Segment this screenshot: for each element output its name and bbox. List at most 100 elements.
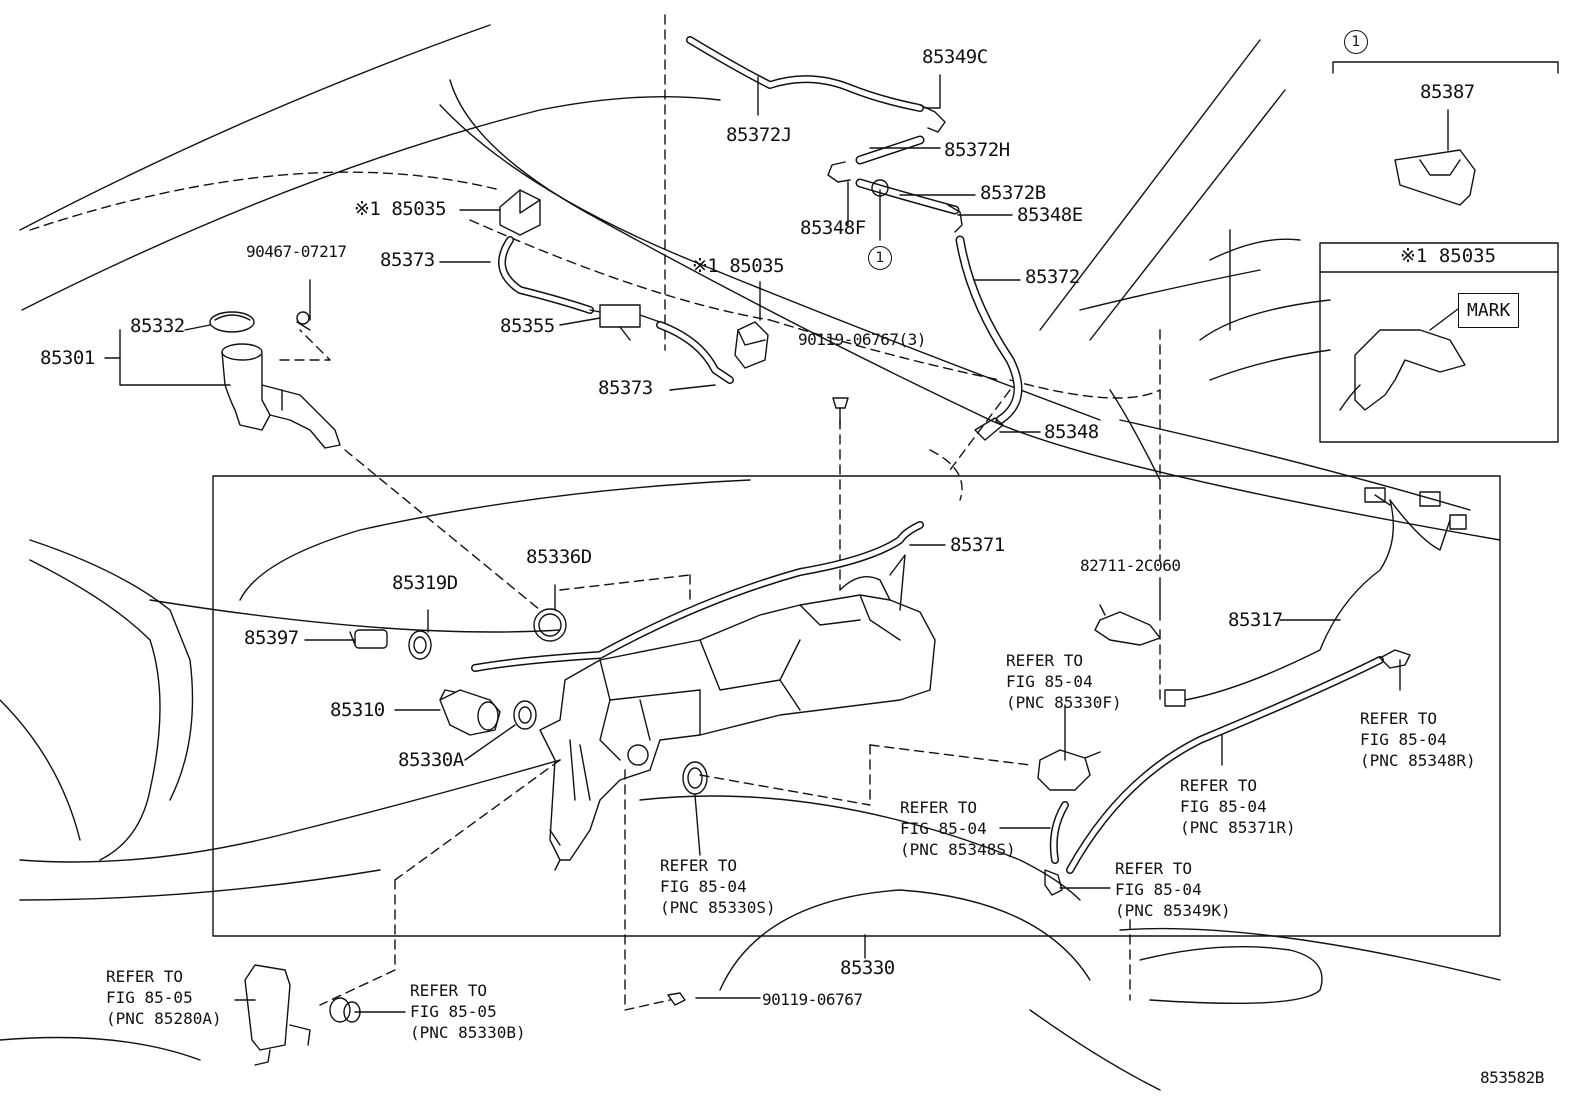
vehicle-body-outline [0,24,1501,1091]
ref-line: FIG 85-04 [1006,672,1093,691]
label-90467-07217: 90467-07217 [246,242,347,261]
washer-pump-85310 [439,689,501,736]
ref-line: (PNC 85371R) [1180,818,1296,837]
joint-85348F [827,161,851,183]
refer-to-85348S: REFER TO FIG 85-04 (PNC 85348S) [900,797,1016,860]
hose-85373-upper [498,236,594,314]
label-85301: 85301 [40,347,95,369]
ref-line: REFER TO [410,981,488,1000]
ref-line: FIG 85-04 [1360,730,1447,749]
sensor-85397 [349,629,388,649]
ref-line: REFER TO [660,856,738,875]
ref-line: FIG 85-05 [410,1002,497,1021]
hose-85371 [471,521,924,672]
circled-1-marker: 1 [868,246,892,270]
joint-85348R [1379,649,1411,669]
inset-85035-title: ※1 85035 [1400,245,1496,267]
label-85348: 85348 [1044,421,1099,443]
ref-line: REFER TO [106,967,184,986]
label-90119-06767-3: 90119-06767(3) [798,330,926,349]
ref-line: REFER TO [1006,651,1084,670]
ref-line: (PNC 85349K) [1115,901,1231,920]
set-bracket [1332,61,1559,74]
refer-to-85349K: REFER TO FIG 85-04 (PNC 85349K) [1115,858,1231,921]
mark-callout: MARK [1458,293,1520,328]
footnote-marker: ※1 [1400,245,1428,267]
ref-line: FIG 85-04 [1115,880,1202,899]
label-85373-lower: 85373 [598,377,653,399]
ref-line: FIG 85-04 [660,877,747,896]
filler-neck-85301 [209,311,341,449]
ref-line: REFER TO [1360,709,1438,728]
bolt-90119-06767-3 [832,397,849,426]
hose-85373-lower [656,321,734,384]
ref-line: (PNC 85330B) [410,1023,526,1042]
ref-line: (PNC 85330F) [1006,693,1122,712]
label-82711-2C060: 82711-2C060 [1080,556,1181,575]
label-85310: 85310 [330,699,385,721]
grommet-85319D [408,630,432,660]
label-85336D: 85336D [526,546,592,568]
label-85319D: 85319D [392,572,458,594]
circled-1-set-marker: 1 [1344,30,1368,54]
refer-to-85371R: REFER TO FIG 85-04 (PNC 85371R) [1180,775,1296,838]
label-85387: 85387 [1420,81,1475,103]
inset-part-number: 85035 [1438,245,1497,267]
grommet-85330B [329,997,361,1023]
inset-85035-frame [1319,242,1559,443]
ref-line: FIG 85-04 [1180,797,1267,816]
label-85397: 85397 [244,627,299,649]
ref-line: FIG 85-05 [106,988,193,1007]
sensor-82711 [1094,604,1161,646]
dashed-leaders [29,14,1161,1011]
hose-85372 [955,235,1023,425]
label-85330A: 85330A [398,749,464,771]
label-85372H: 85372H [944,139,1010,161]
clip-90467-07217 [296,311,311,331]
seal-85330S [682,761,708,795]
label-85348F: 85348F [800,217,866,239]
refer-to-85348R: REFER TO FIG 85-04 (PNC 85348R) [1360,708,1476,771]
label-85349C: 85349C [922,46,988,68]
ref-line: FIG 85-04 [900,819,987,838]
part-number: 85035 [391,198,447,220]
ref-line: (PNC 85348R) [1360,751,1476,770]
cover-85387 [1394,149,1476,206]
bolt-90119-06767 [667,992,686,1006]
part-number: 85035 [729,255,785,277]
hose-upper-85372J [686,36,924,112]
grommet-85336D [533,608,567,642]
label-85372J: 85372J [726,124,792,146]
label-85373-upper: 85373 [380,249,435,271]
elbow-85349K [1044,869,1063,896]
label-90119-06767: 90119-06767 [762,990,863,1009]
leader-lines [104,74,1449,1013]
joint-85349C [919,104,946,133]
label-85332: 85332 [130,315,185,337]
label-85372: 85372 [1025,266,1080,288]
ref-line: (PNC 85280A) [106,1009,222,1028]
pump-85330F [1037,749,1101,791]
joint-85348E [947,204,963,233]
hose-85372H [855,135,925,165]
label-85372B: 85372B [980,182,1046,204]
refer-to-85330S: REFER TO FIG 85-04 (PNC 85330S) [660,855,776,918]
label-85355: 85355 [500,315,555,337]
label-85330: 85330 [840,957,895,979]
footnote-marker: ※1 [354,198,381,220]
footnote-marker: ※1 [692,255,719,277]
ref-line: REFER TO [900,798,978,817]
nozzle-85035-right [734,321,769,369]
label-85035-right: ※1 85035 [692,255,785,277]
inset-nozzle-drawing [1339,299,1471,411]
hose-85371R [1066,656,1384,874]
refer-to-85330F: REFER TO FIG 85-04 (PNC 85330F) [1006,650,1122,713]
nozzle-85035-left [499,189,541,236]
check-valve-85355 [589,304,661,341]
refer-to-85330B: REFER TO FIG 85-05 (PNC 85330B) [410,980,526,1043]
label-85035-left: ※1 85035 [354,198,447,220]
refer-to-85280A: REFER TO FIG 85-05 (PNC 85280A) [106,966,222,1029]
hose-85348S [1049,801,1069,864]
